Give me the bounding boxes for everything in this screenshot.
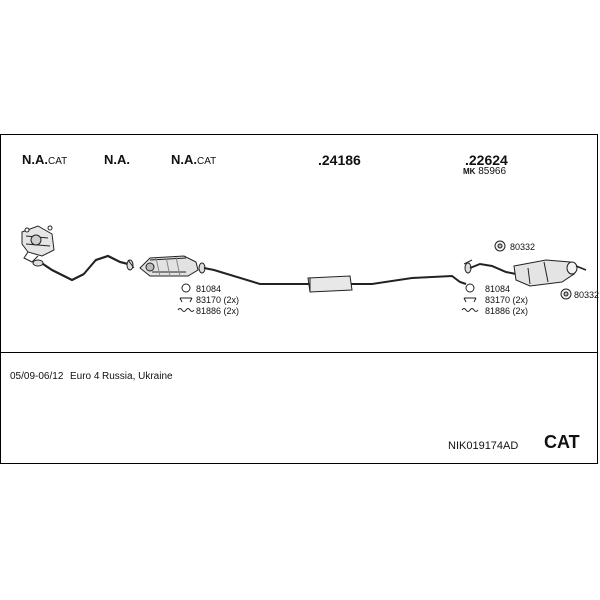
rear-silencer (513, 259, 587, 287)
front-pipe (32, 254, 135, 283)
label-part-24186: .24186 (318, 152, 361, 168)
hanger-top-number: 80332 (510, 242, 536, 252)
catalytic-converter (139, 255, 206, 277)
left-ring-number: 81084 (196, 284, 222, 294)
ring-icon (465, 283, 475, 293)
label-mk-number: MK 85966 (463, 166, 507, 177)
right-spring-number: 81886 (2x) (485, 306, 529, 316)
left-clamp-number: 83170 (2x) (196, 295, 240, 305)
label-na-2: N.A. (104, 152, 130, 167)
mk-icon: MK (463, 167, 476, 176)
spring-icon (461, 308, 479, 312)
right-clamp-number: 83170 (2x) (485, 295, 529, 305)
info-dates: 05/09-06/12 (10, 371, 64, 382)
clamp-icon (463, 297, 477, 303)
label-na-cat-1: N.A.CAT (22, 152, 68, 167)
kit-type: CAT (544, 432, 580, 452)
label-part-22624: .22624 (465, 152, 508, 168)
left-fittings (177, 283, 195, 312)
right-ring-number: 81084 (485, 284, 511, 294)
hanger-right-number: 80332 (574, 290, 600, 300)
label-na-cat-3: N.A.CAT (171, 152, 217, 167)
left-spring-number: 81886 (2x) (196, 306, 240, 316)
info-divider (0, 352, 598, 353)
info-emission: Euro 4 (70, 371, 100, 382)
kit-code: NIK019174AD (448, 440, 519, 452)
ring-icon (181, 283, 191, 293)
middle-pipe (203, 267, 467, 285)
rear-pipe (463, 259, 517, 275)
spring-icon (177, 308, 195, 312)
exhaust-manifold (21, 225, 55, 263)
diagram-frame (0, 134, 598, 464)
clamp-icon (179, 297, 193, 303)
center-silencer (307, 275, 353, 293)
info-markets: Russia, Ukraine (102, 371, 173, 382)
right-fittings (461, 240, 572, 312)
